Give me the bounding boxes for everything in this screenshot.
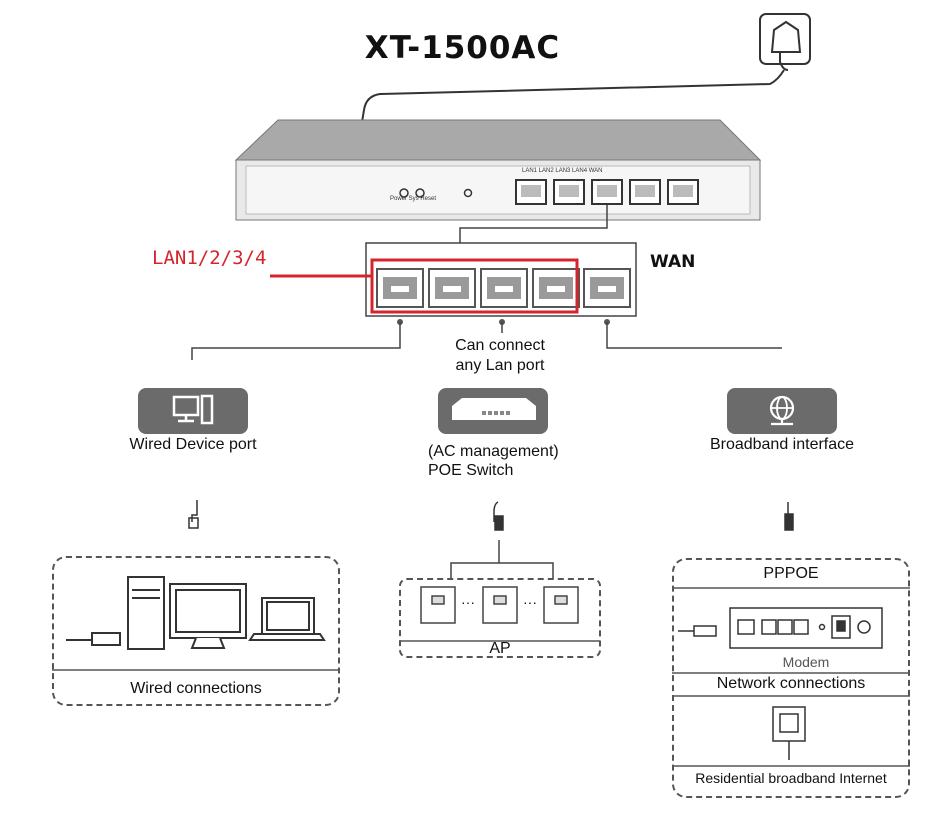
- poe-switch-label: (AC management) POE Switch: [428, 442, 559, 480]
- network-connections-label: Network connections: [716, 675, 866, 692]
- port-panel: [365, 242, 637, 317]
- router-device: [234, 119, 762, 221]
- computer-icon: [172, 394, 214, 425]
- wired-device-label: Wired Device port: [129, 436, 257, 453]
- ap-label: AP: [489, 640, 511, 657]
- router-port-labels: LAN1 LAN2 LAN3 LAN4 WAN: [522, 168, 603, 174]
- wired-connections-box: [52, 556, 340, 706]
- note-line-2: any Lan port: [455, 357, 545, 374]
- ap-separator-2: ···: [523, 594, 537, 610]
- ap-box: [399, 578, 601, 658]
- access-point-icon: [420, 586, 579, 624]
- poe-switch-tile: [438, 388, 548, 434]
- poe-label-line-2: POE Switch: [428, 462, 514, 479]
- power-cable: [361, 69, 785, 123]
- modem-icon: [678, 607, 883, 649]
- note-line-1: Can connect: [455, 337, 545, 354]
- poe-label-line-1: (AC management): [428, 443, 559, 460]
- broadband-label: Broadband interface: [709, 436, 855, 453]
- lan-label: LAN1/2/3/4: [152, 247, 267, 269]
- globe-icon: [769, 395, 795, 426]
- wall-socket-icon: [772, 706, 806, 760]
- wired-connections-label: Wired connections: [130, 680, 262, 697]
- lan-connect-note: Can connect any Lan port: [430, 336, 570, 376]
- pppoe-label: PPPOE: [763, 565, 819, 582]
- wired-device-tile: [138, 388, 248, 434]
- broadband-box: [672, 558, 910, 798]
- diagram-title: XT-1500AC: [364, 30, 561, 66]
- router-front-labels: Power Sys Reset: [390, 196, 437, 202]
- broadband-tile: [727, 388, 837, 434]
- modem-label: Modem: [782, 654, 830, 670]
- switch-icon: [452, 398, 536, 420]
- desktop-computers-icon: [66, 576, 326, 650]
- residential-broadband-label: Residential broadband Internet: [695, 770, 887, 786]
- cable-connector-icon: [188, 500, 794, 531]
- lan-highlight: [370, 258, 579, 314]
- power-plug-icon: [759, 13, 811, 71]
- wan-label: WAN: [650, 252, 696, 272]
- ap-separator-1: ···: [461, 594, 475, 610]
